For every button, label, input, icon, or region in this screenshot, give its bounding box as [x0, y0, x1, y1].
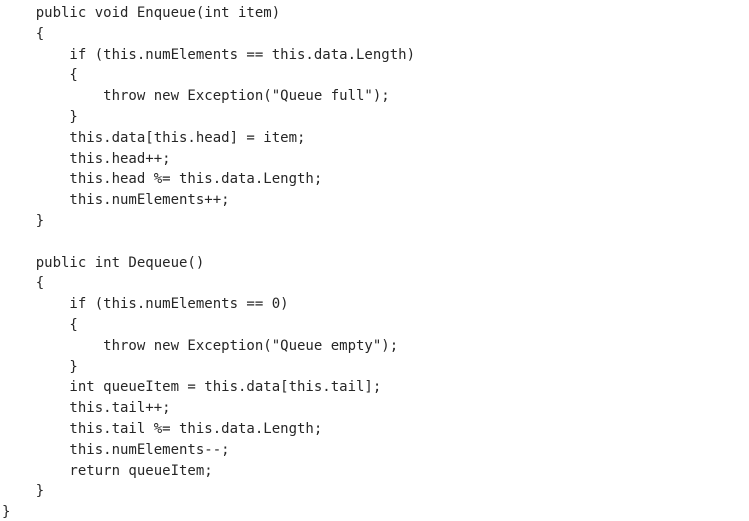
code-listing: public void Enqueue(int item) { if (this…: [2, 5, 416, 521]
document-page: public void Enqueue(int item) { if (this…: [2, 5, 416, 521]
